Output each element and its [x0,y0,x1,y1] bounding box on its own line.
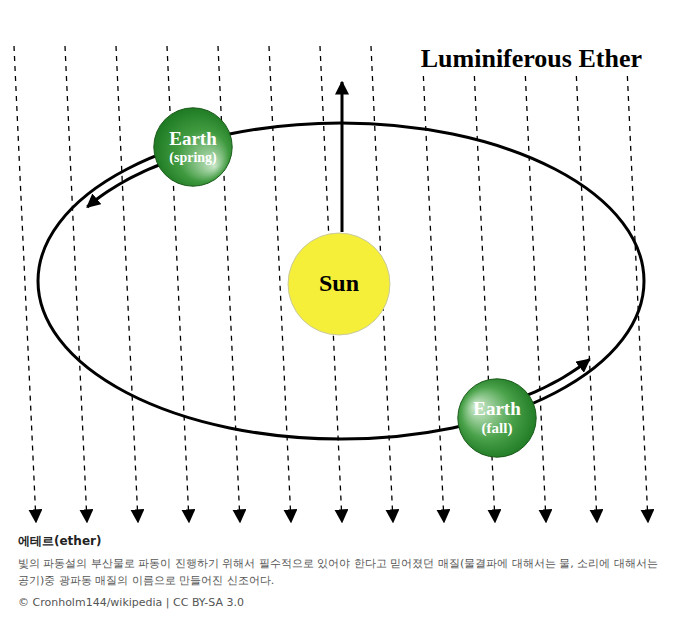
ether-wind-line [116,46,138,522]
season-label: (spring) [169,150,217,166]
sun-circle: Sun [287,232,391,336]
caption-text: 빛의 파동설의 부산물로 파동이 진행하기 위해서 필수적으로 있어야 한다고 … [18,555,670,589]
ether-wind-line [218,46,240,522]
orbit-direction-arrow [87,161,169,207]
ether-wind-line [524,46,546,522]
ether-wind-line [422,46,444,522]
ether-wind [14,46,648,522]
sun-motion-arrow [341,82,344,232]
body-name: Earth [169,128,217,150]
credit-line: © Cronholm144/wikipedia | CC BY-SA 3.0 [18,596,244,609]
season-label: (fall) [473,420,521,437]
ether-wind-line [14,46,36,522]
body-name: Earth [473,398,521,420]
earth-circle: Earth(fall) [457,378,537,458]
caption-heading: 에테르(ether) [18,533,101,550]
body-name: Sun [319,270,359,298]
circle-shape [288,233,390,335]
ether-wind-line [65,46,87,522]
ether-wind-line [575,46,597,522]
circle-shape [458,379,536,457]
circle-shape [154,108,232,186]
diagram-title: Luminiferous Ether [417,42,646,76]
earth-circle: Earth(spring) [153,107,233,187]
